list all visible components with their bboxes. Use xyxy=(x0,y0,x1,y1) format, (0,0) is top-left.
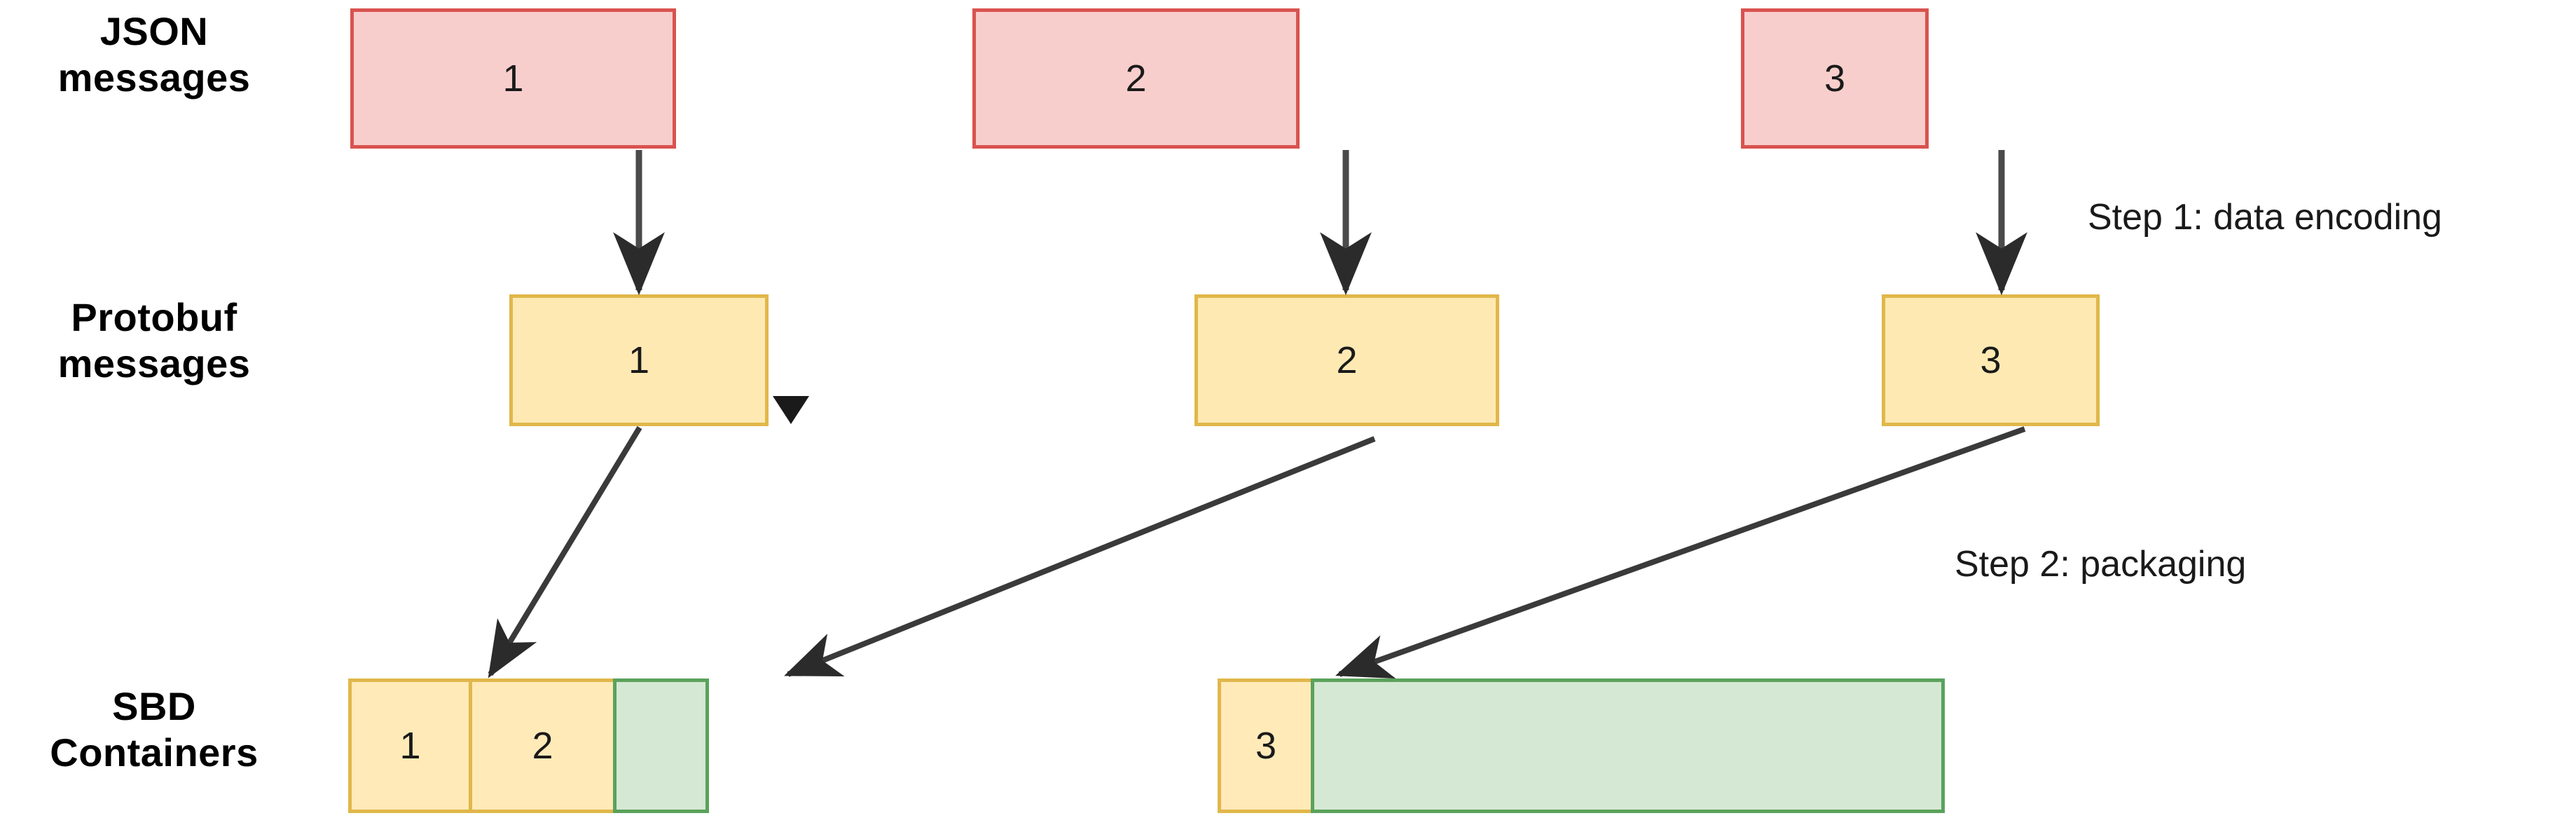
json-message-box-1-text: 1 xyxy=(502,57,524,100)
sbd-container-1-cell-free[interactable] xyxy=(613,678,709,813)
sbd-container-1-cell-2[interactable]: 2 xyxy=(469,678,617,813)
annotation-step-2: Step 2: packaging xyxy=(1955,544,2247,585)
json-message-box-2[interactable]: 2 xyxy=(972,8,1300,149)
stray-arrowhead-icon xyxy=(773,396,809,424)
arrow-protobuf1-to-sbd-cell1 xyxy=(488,425,642,678)
sbd-container-1-cell-1-text: 1 xyxy=(399,725,421,767)
protobuf-message-box-1[interactable]: 1 xyxy=(509,294,769,426)
sbd-container-1-cell-1[interactable]: 1 xyxy=(348,678,472,813)
protobuf-message-box-3[interactable]: 3 xyxy=(1882,294,2100,426)
protobuf-message-box-3-text: 3 xyxy=(1980,339,2002,381)
arrow-protobuf3-to-sbd-cell3 xyxy=(1335,426,2026,679)
sbd-container-2-cell-1-text: 3 xyxy=(1255,725,1277,767)
arrow-protobuf2-to-sbd-cell2 xyxy=(784,436,1376,677)
row-label-sbd-containers: SBD Containers xyxy=(50,684,259,775)
protobuf-message-box-2[interactable]: 2 xyxy=(1194,294,1499,426)
protobuf-message-box-2-text: 2 xyxy=(1336,339,1358,381)
row-label-protobuf: Protobuf messages xyxy=(57,295,251,386)
annotation-step-1: Step 1: data encoding xyxy=(2088,197,2442,238)
protobuf-message-box-1-text: 1 xyxy=(628,339,650,381)
json-message-box-3[interactable]: 3 xyxy=(1741,8,1929,149)
sbd-container-2-cell-free[interactable] xyxy=(1311,678,1945,813)
json-message-box-1[interactable]: 1 xyxy=(350,8,676,149)
sbd-container-2-cell-1[interactable]: 3 xyxy=(1218,678,1314,813)
row-label-json: JSON messages xyxy=(57,9,251,100)
json-message-box-2-text: 2 xyxy=(1125,57,1147,100)
sbd-container-1-cell-2-text: 2 xyxy=(532,725,553,767)
json-message-box-3-text: 3 xyxy=(1824,57,1846,100)
